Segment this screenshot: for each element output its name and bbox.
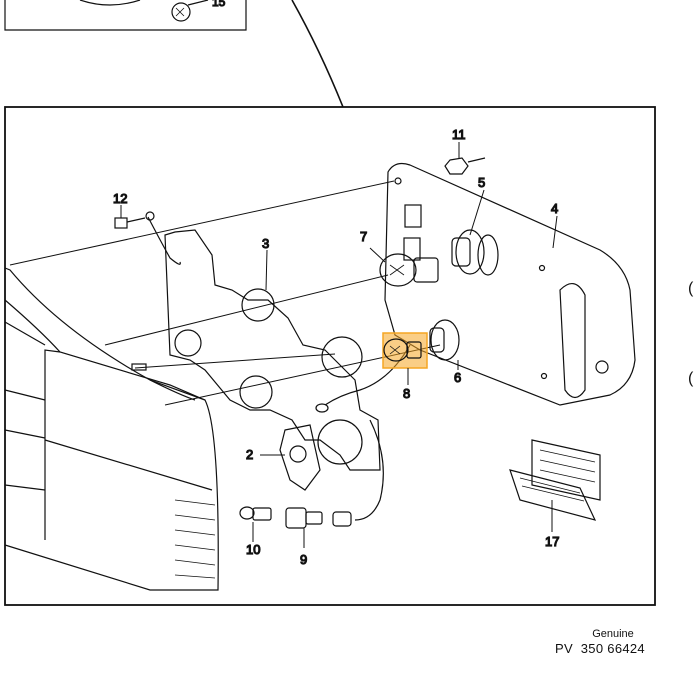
mounting-plate: [384, 162, 636, 406]
part-label-4: 4: [551, 201, 558, 216]
bulb-holder-lower: [429, 319, 460, 361]
part-label-3: 3: [262, 236, 269, 251]
edge-mark-upper: (: [688, 280, 694, 297]
bulb-holder-upper: [451, 229, 499, 276]
part-code-prefix: PV: [555, 641, 573, 656]
part-label-17: 17: [545, 534, 559, 549]
label-leaders: [120, 142, 558, 548]
top-inset-panel: [4, 0, 344, 108]
small-socket: [285, 507, 323, 529]
gasket: [164, 229, 381, 471]
bulb-upper: [379, 253, 439, 287]
part-code: PV 350 66424: [555, 641, 665, 656]
part-label-8: 8: [403, 386, 410, 401]
part-label-6: 6: [454, 370, 461, 385]
part-label-9: 9: [300, 552, 307, 567]
bulb-highlighted: [382, 332, 428, 369]
main-frame: [4, 106, 656, 606]
part-number-footer: Genuine PV 350 66424: [555, 628, 665, 656]
part-label-10: 10: [246, 542, 260, 557]
part-code-number: 350 66424: [580, 641, 645, 656]
connector-block: [509, 439, 601, 521]
screw-part: [114, 211, 155, 229]
small-bulb: [239, 506, 272, 521]
part-label-12: 12: [113, 191, 127, 206]
wire-harness: [147, 216, 411, 527]
part-label-11: 11: [452, 127, 466, 142]
edge-mark-lower: (: [688, 370, 694, 387]
alignment-lines: [9, 180, 441, 406]
socket-plate: [279, 424, 321, 491]
genuine-label: Genuine: [592, 628, 634, 640]
bumper-assembly: [4, 267, 219, 591]
inset-part-label: 15: [212, 0, 226, 9]
part-label-2: 2: [246, 447, 253, 462]
part-label-7: 7: [360, 229, 367, 244]
part-label-5: 5: [478, 175, 485, 190]
nut-part: [444, 157, 486, 175]
